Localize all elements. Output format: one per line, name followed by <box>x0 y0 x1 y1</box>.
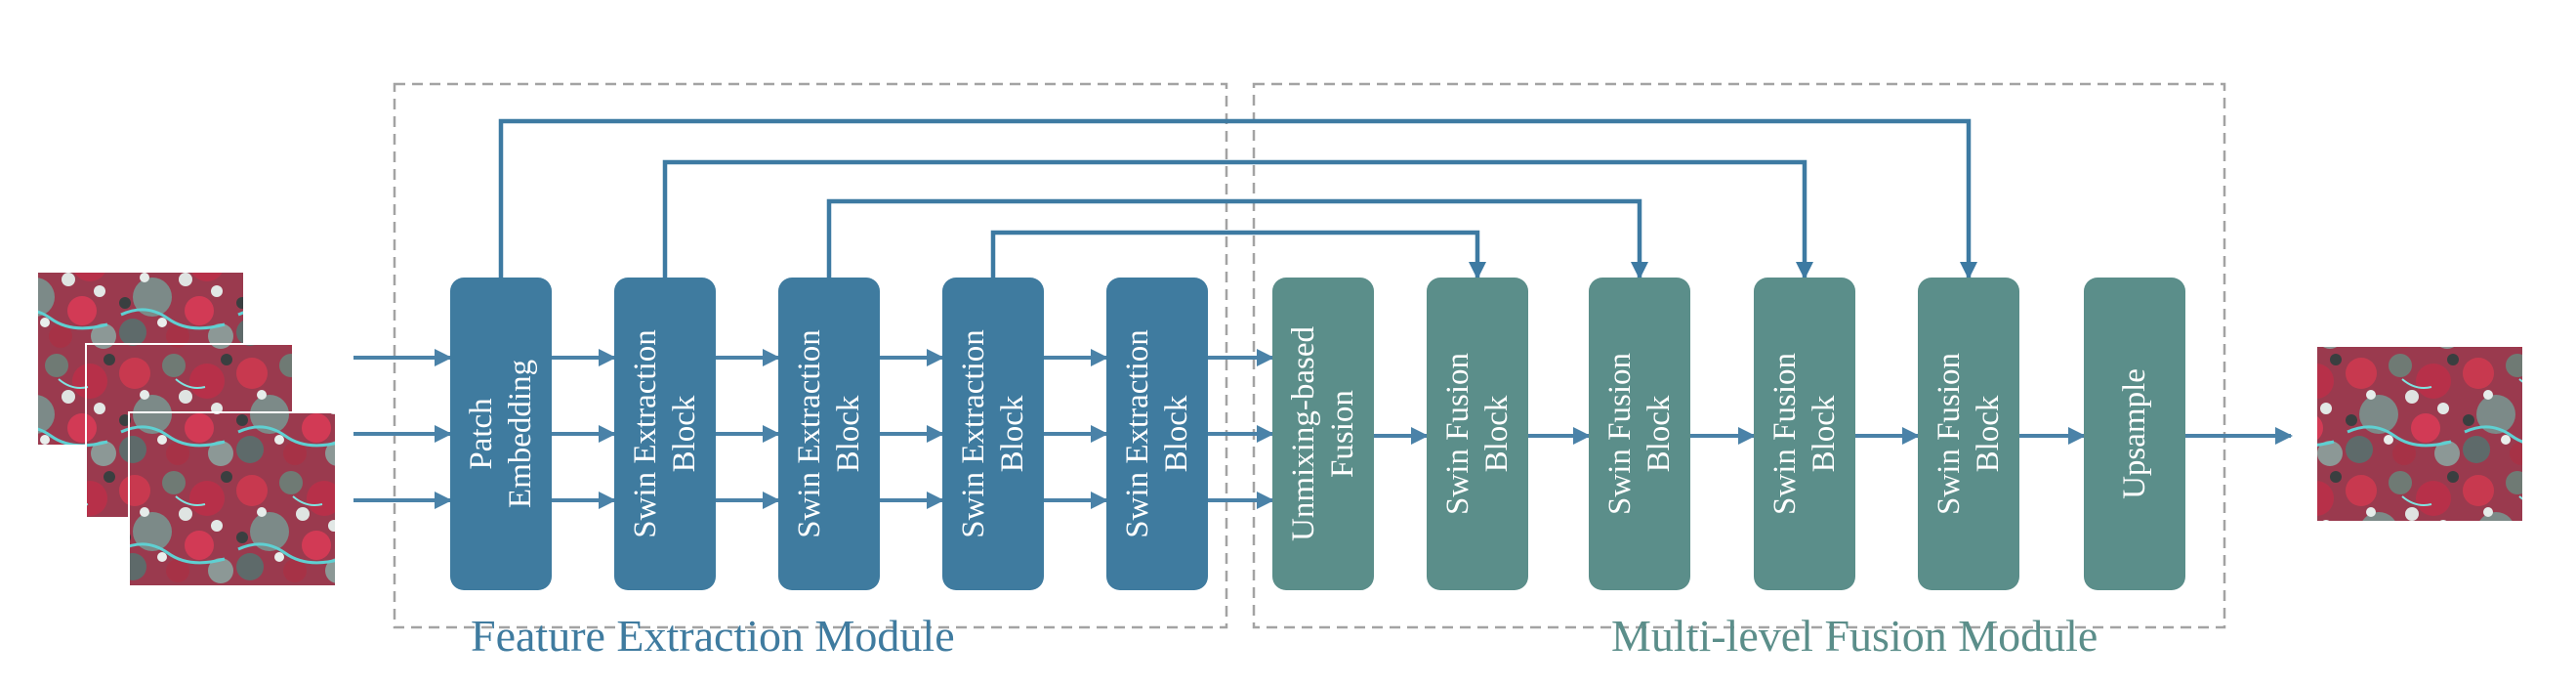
swin-fusion-3-label-line-2: Block <box>1807 395 1842 472</box>
skip-connection-2 <box>662 159 1813 279</box>
swin-extraction-3-label-line-2: Block <box>995 395 1030 472</box>
swin-extraction-4-block-body <box>1106 278 1208 590</box>
patch-embedding-block-body <box>450 278 552 590</box>
module-label-layer: Feature Extraction Module Multi-level Fus… <box>471 611 2098 661</box>
patch-embedding-label-line-1: Patch <box>464 398 499 470</box>
flow-arrow-layer <box>353 349 2293 509</box>
input-image-3 <box>128 411 337 587</box>
swin-fusion-3-label-line-1: Swin Fusion <box>1767 353 1803 515</box>
swin-fusion-2-label-line-1: Swin Fusion <box>1602 353 1638 515</box>
swin-extraction-3-label-line-1: Swin Extraction <box>956 329 991 538</box>
image-layer <box>36 271 2524 587</box>
swin-fusion-4-label-line-1: Swin Fusion <box>1932 353 1967 515</box>
unmixing-fusion-label-line-2: Fusion <box>1325 390 1360 478</box>
swin-fusion-1-block-body <box>1427 278 1528 590</box>
multi-level-fusion-module-label: Multi-level Fusion Module <box>1611 611 2098 661</box>
swin-extraction-1-block-body <box>614 278 716 590</box>
swin-extraction-3-block-body <box>942 278 1044 590</box>
skip-connection-4 <box>990 230 1486 279</box>
swin-extraction-4-label-line-1: Swin Extraction <box>1120 329 1155 538</box>
swin-fusion-4-block-body <box>1918 278 2019 590</box>
swin-extraction-1-label-line-1: Swin Extraction <box>628 329 663 538</box>
skip-connection-layer <box>498 118 1977 279</box>
swin-extraction-1-label-line-2: Block <box>667 395 702 472</box>
feature-extraction-module-label: Feature Extraction Module <box>471 611 955 661</box>
skip-connection-1 <box>498 118 1977 279</box>
swin-fusion-4-label-line-2: Block <box>1971 395 2006 472</box>
swin-fusion-3-block-body <box>1754 278 1855 590</box>
swin-extraction-4-label-line-2: Block <box>1159 395 1194 472</box>
swin-fusion-1-label-line-1: Swin Fusion <box>1440 353 1475 515</box>
unmixing-fusion-block-body <box>1272 278 1374 590</box>
upsample-block: Upsample <box>2084 278 2185 590</box>
output-image <box>2315 345 2524 523</box>
upsample-block-body <box>2084 278 2185 590</box>
upsample-label-line-1: Upsample <box>2117 368 2152 499</box>
swin-fusion-2-block-body <box>1589 278 1690 590</box>
patch-embedding-label-line-2: Embedding <box>503 360 538 508</box>
swin-extraction-2-label-line-2: Block <box>831 395 866 472</box>
unmixing-fusion-label-line-1: Unmixing-based <box>1286 326 1321 541</box>
multi-level-fusion-module-box <box>1252 82 2226 629</box>
skip-connection-3 <box>826 198 1648 279</box>
swin-extraction-2-label-line-1: Swin Extraction <box>792 329 827 538</box>
swin-fusion-1-label-line-2: Block <box>1479 395 1515 472</box>
swin-extraction-2-block-body <box>778 278 880 590</box>
swin-fusion-2-label-line-2: Block <box>1641 395 1677 472</box>
